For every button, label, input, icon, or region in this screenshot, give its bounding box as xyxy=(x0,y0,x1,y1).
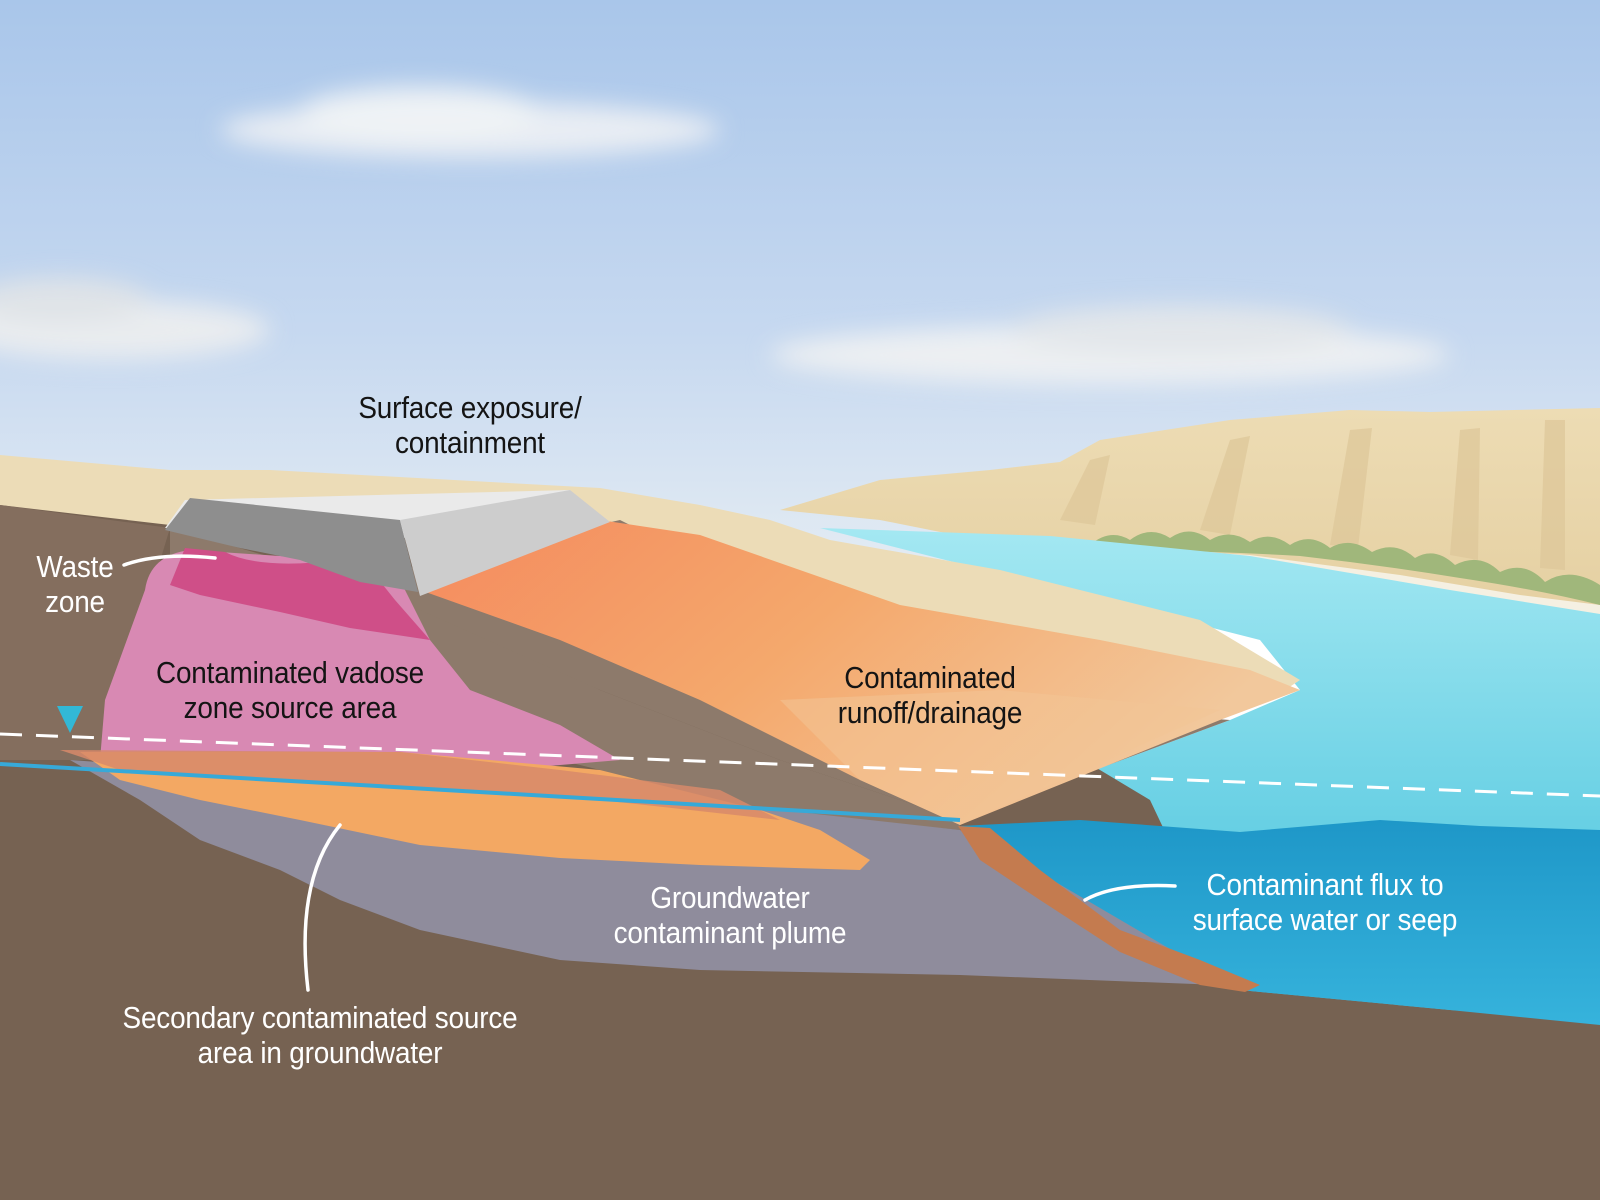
secondary-leader xyxy=(303,823,342,992)
label-waste-zone: Waste zone xyxy=(17,549,134,619)
label-waste-zone-line2: zone xyxy=(45,584,105,619)
leader-lines xyxy=(122,554,1177,992)
runoff-lighter xyxy=(780,690,1220,825)
label-surface-exposure-line1: Surface exposure/ xyxy=(358,390,582,425)
flux-leader xyxy=(1083,883,1177,902)
label-vadose-zone: Contaminated vadose zone source area xyxy=(142,655,439,725)
water-table-icon xyxy=(57,706,83,733)
secondary-source-upper xyxy=(60,750,780,820)
cap-left-face xyxy=(165,498,418,592)
label-runoff: Contaminated runoff/drainage xyxy=(804,660,1056,730)
label-secondary-source-line2: area in groundwater xyxy=(197,1035,443,1070)
bedrock-left xyxy=(0,505,170,760)
cliff-shading xyxy=(1060,420,1565,570)
label-secondary-source-line1: Secondary contaminated source xyxy=(122,1000,518,1035)
label-runoff-line1: Contaminated xyxy=(844,660,1016,695)
flux-stream xyxy=(958,826,1260,992)
cap-right-face xyxy=(400,490,610,596)
label-waste-zone-line1: Waste xyxy=(36,549,114,584)
label-runoff-line2: runoff/drainage xyxy=(837,695,1023,730)
label-vadose-zone-line2: zone source area xyxy=(183,690,397,725)
label-surface-exposure-line2: containment xyxy=(394,425,546,460)
label-surface-exposure: Surface exposure/ containment xyxy=(326,390,614,460)
label-contaminant-flux: Contaminant flux to surface water or see… xyxy=(1177,867,1474,937)
label-vadose-zone-line1: Contaminated vadose xyxy=(155,655,425,690)
label-groundwater-plume: Groundwater contaminant plume xyxy=(595,880,865,950)
vegetation xyxy=(1090,531,1600,605)
label-contaminant-flux-line1: Contaminant flux to xyxy=(1206,867,1444,902)
label-groundwater-plume-line1: Groundwater xyxy=(650,880,810,915)
label-secondary-source: Secondary contaminated source area in gr… xyxy=(118,1000,523,1070)
vadose-zone xyxy=(100,550,620,780)
clouds xyxy=(0,86,1450,385)
label-contaminant-flux-line2: surface water or seep xyxy=(1192,902,1458,937)
label-groundwater-plume-line2: contaminant plume xyxy=(613,915,847,950)
deep-water xyxy=(960,820,1600,1025)
waste-leader xyxy=(122,554,217,567)
water-table-solid xyxy=(0,762,961,822)
water-table-dashed xyxy=(0,732,1600,798)
